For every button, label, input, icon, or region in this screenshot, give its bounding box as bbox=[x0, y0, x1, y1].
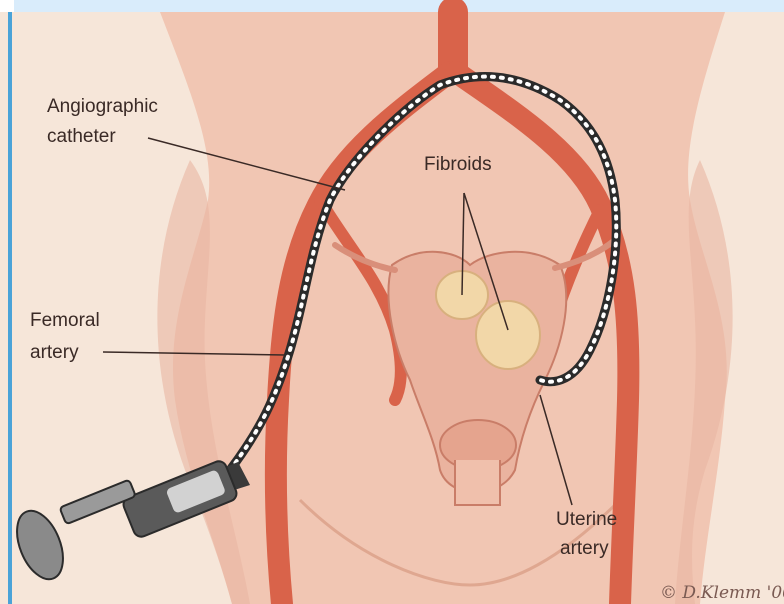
left-border bbox=[8, 12, 12, 604]
label-angiographic-line2: catheter bbox=[47, 126, 116, 147]
vaginal-canal bbox=[455, 460, 500, 505]
label-femoral-line2: artery bbox=[30, 342, 79, 363]
artist-signature: © D.Klemm '00 bbox=[660, 583, 784, 603]
label-uterine-line1: Uterine bbox=[556, 509, 617, 530]
label-angiographic-line1: Angiographic bbox=[47, 96, 158, 117]
label-uterine-line2: artery bbox=[560, 538, 609, 559]
label-fibroids: Fibroids bbox=[424, 154, 492, 175]
fibroid-lower bbox=[476, 301, 540, 369]
label-femoral-line1: Femoral bbox=[30, 310, 100, 331]
